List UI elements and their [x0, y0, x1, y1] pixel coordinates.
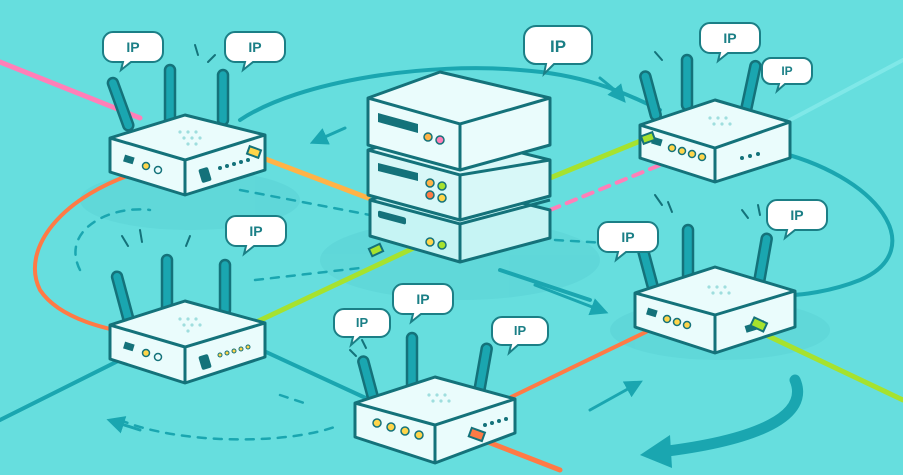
wifi-router-icon [106, 63, 267, 197]
flow-arrows [106, 76, 643, 434]
ip-bubble: IP [392, 283, 454, 325]
router-mid-left [108, 253, 267, 385]
signal-marks [121, 44, 761, 357]
ip-bubble: IP [523, 25, 593, 78]
ip-bubbles: IP IP IP IP IP IP IP IP [102, 22, 828, 356]
cable-plugs [245, 130, 769, 443]
server-unit-top [366, 70, 552, 172]
teal-cable-right-loop [768, 148, 895, 297]
ip-label: IP [126, 39, 139, 55]
router-mid-right [633, 223, 797, 355]
router-top-left [106, 63, 267, 197]
ip-label: IP [248, 39, 261, 55]
ip-bubble: IP [224, 31, 286, 73]
orange-cable-left [33, 168, 147, 337]
pink-dashed-cable [548, 163, 662, 212]
green-cable-server-right [542, 132, 658, 183]
ip-bubble: IP [597, 221, 659, 263]
teal-cable-top-right [788, 58, 903, 122]
ip-label: IP [550, 37, 566, 56]
big-curved-arrow-head [640, 435, 672, 468]
ip-bubble: IP [699, 22, 761, 64]
wifi-router-icon [638, 53, 792, 184]
wifi-router-icon [633, 223, 797, 355]
ip-label: IP [356, 315, 369, 330]
ip-bubble: IP [333, 308, 391, 348]
ip-label: IP [621, 229, 634, 245]
central-server [366, 70, 552, 264]
router-bottom-center [353, 331, 517, 465]
green-cable-server-midleft [247, 242, 423, 328]
yellow-cable-server-left [252, 152, 371, 201]
ip-label: IP [723, 30, 736, 46]
ip-bubble: IP [225, 215, 287, 257]
ip-bubble: IP [761, 57, 813, 94]
ip-bubble: IP [766, 199, 828, 241]
ip-label: IP [781, 64, 792, 78]
green-cable-midright-out [742, 322, 903, 403]
wifi-router-icon [108, 253, 267, 385]
teal-cable-midleft-out [0, 353, 132, 422]
ip-label: IP [514, 323, 527, 338]
router-top-right [638, 53, 792, 184]
ip-label: IP [416, 291, 429, 307]
teal-cable-server-down [498, 268, 592, 302]
big-curved-arrow [654, 374, 803, 458]
orange-cable-bottom-right [503, 328, 652, 402]
ip-label: IP [249, 223, 262, 239]
dashed-links [74, 188, 642, 441]
wifi-router-icon [353, 331, 517, 465]
ip-label: IP [790, 207, 803, 223]
ip-bubble: IP [102, 31, 164, 73]
ip-bubble: IP [491, 316, 549, 356]
